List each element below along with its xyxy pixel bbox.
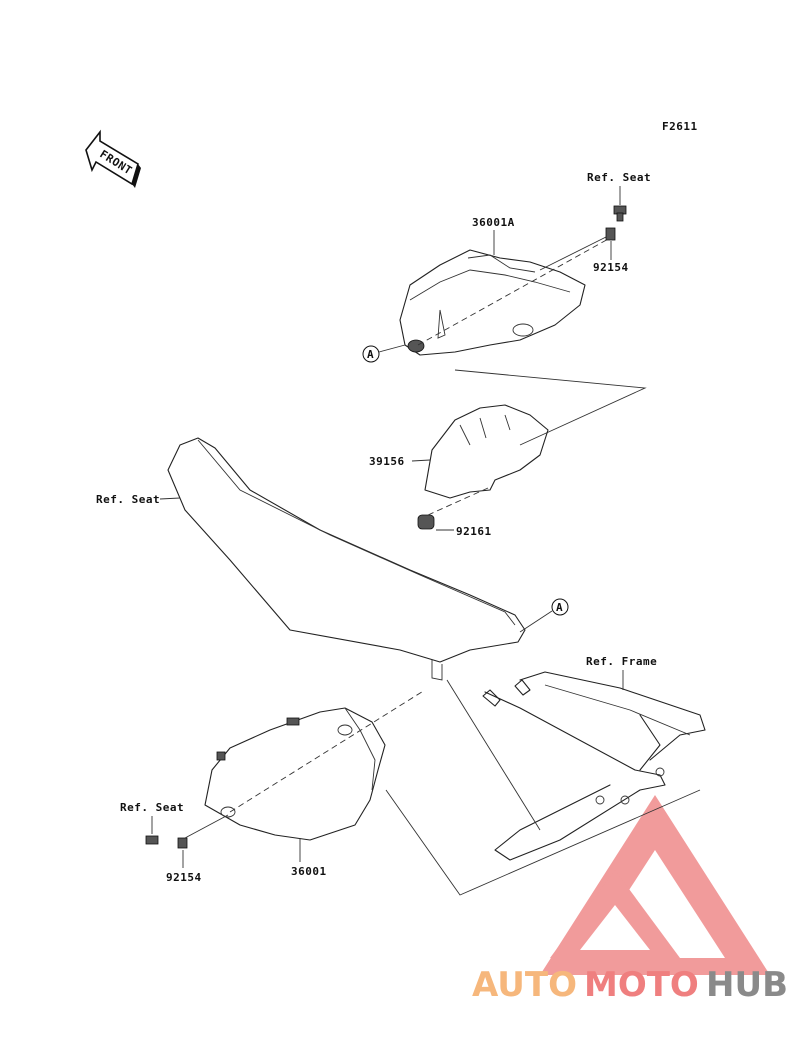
watermark-moto: MOTO bbox=[584, 965, 699, 1005]
watermark-logo bbox=[540, 795, 770, 975]
label-ref-seat-bottom: Ref. Seat bbox=[120, 801, 184, 814]
clip-icon bbox=[605, 227, 616, 241]
label-ref-seat-main: Ref. Seat bbox=[96, 493, 160, 506]
subframe bbox=[482, 671, 706, 861]
side-cover-36001 bbox=[204, 689, 426, 841]
svg-text:A: A bbox=[367, 348, 374, 361]
figure-code: F2611 bbox=[662, 120, 698, 133]
label-92161: 92161 bbox=[456, 525, 492, 538]
label-92154-bottom: 92154 bbox=[166, 871, 202, 884]
label-ref-seat-top: Ref. Seat bbox=[587, 171, 651, 184]
bolt-icon-bottom bbox=[145, 835, 159, 845]
watermark-hub: HUB bbox=[706, 965, 788, 1005]
grommet-icon bbox=[417, 514, 435, 530]
front-arrow-icon: FRONT bbox=[85, 129, 141, 188]
label-36001: 36001 bbox=[291, 865, 327, 878]
inner-cover-36001A bbox=[399, 233, 613, 356]
label-39156: 39156 bbox=[369, 455, 405, 468]
pad-39156 bbox=[424, 404, 549, 499]
label-ref-frame: Ref. Frame bbox=[586, 655, 657, 668]
bolt-icon bbox=[613, 205, 627, 222]
ref-a-bottom-marker: A bbox=[519, 598, 569, 633]
label-36001A: 36001A bbox=[472, 216, 515, 229]
watermark-text: AUTO MOTO HUB bbox=[472, 965, 788, 1005]
svg-text:A: A bbox=[556, 601, 563, 614]
ref-a-top-marker: A bbox=[362, 344, 406, 363]
label-92154-top: 92154 bbox=[593, 261, 629, 274]
watermark-auto: AUTO bbox=[472, 965, 577, 1005]
seat-outline bbox=[167, 437, 526, 681]
clip-icon-bottom bbox=[177, 837, 188, 849]
